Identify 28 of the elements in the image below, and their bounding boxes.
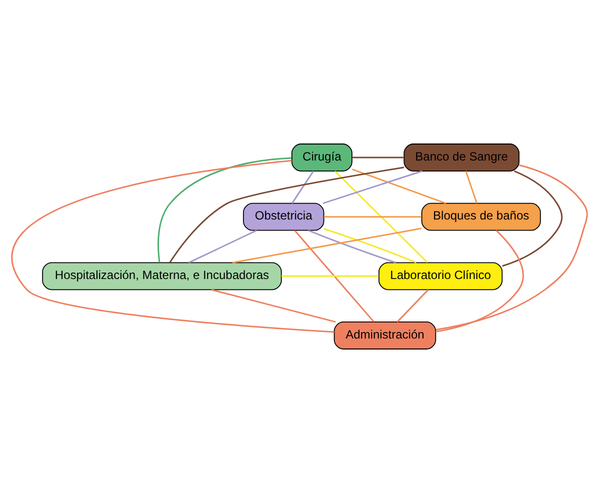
connector xyxy=(502,170,563,267)
node-box: Banco de Sangre xyxy=(404,144,520,172)
connector xyxy=(291,170,314,204)
connector xyxy=(211,289,336,323)
connector xyxy=(169,166,404,263)
connector xyxy=(322,170,422,204)
connector xyxy=(436,164,588,331)
connector xyxy=(12,160,334,333)
node-box: Bloques de baños xyxy=(421,202,541,231)
node-box: Cirugía xyxy=(291,144,352,172)
connector xyxy=(294,230,374,322)
node-box: Laboratorio Clínico xyxy=(378,262,503,290)
connector xyxy=(308,230,396,264)
connector xyxy=(396,289,429,322)
connector xyxy=(436,230,524,332)
node-box: Obstetricia xyxy=(242,202,324,231)
connector xyxy=(324,216,422,218)
connector xyxy=(188,230,257,264)
node-box: Administración xyxy=(334,322,436,350)
node-box: Hospitalización, Materna, e Incubadoras xyxy=(42,262,282,290)
connector xyxy=(158,157,292,263)
connector xyxy=(281,275,379,277)
connector xyxy=(352,168,446,204)
connector xyxy=(324,228,416,264)
connector xyxy=(334,170,428,263)
connector xyxy=(232,228,422,264)
connector xyxy=(465,170,478,204)
connector xyxy=(352,156,404,158)
